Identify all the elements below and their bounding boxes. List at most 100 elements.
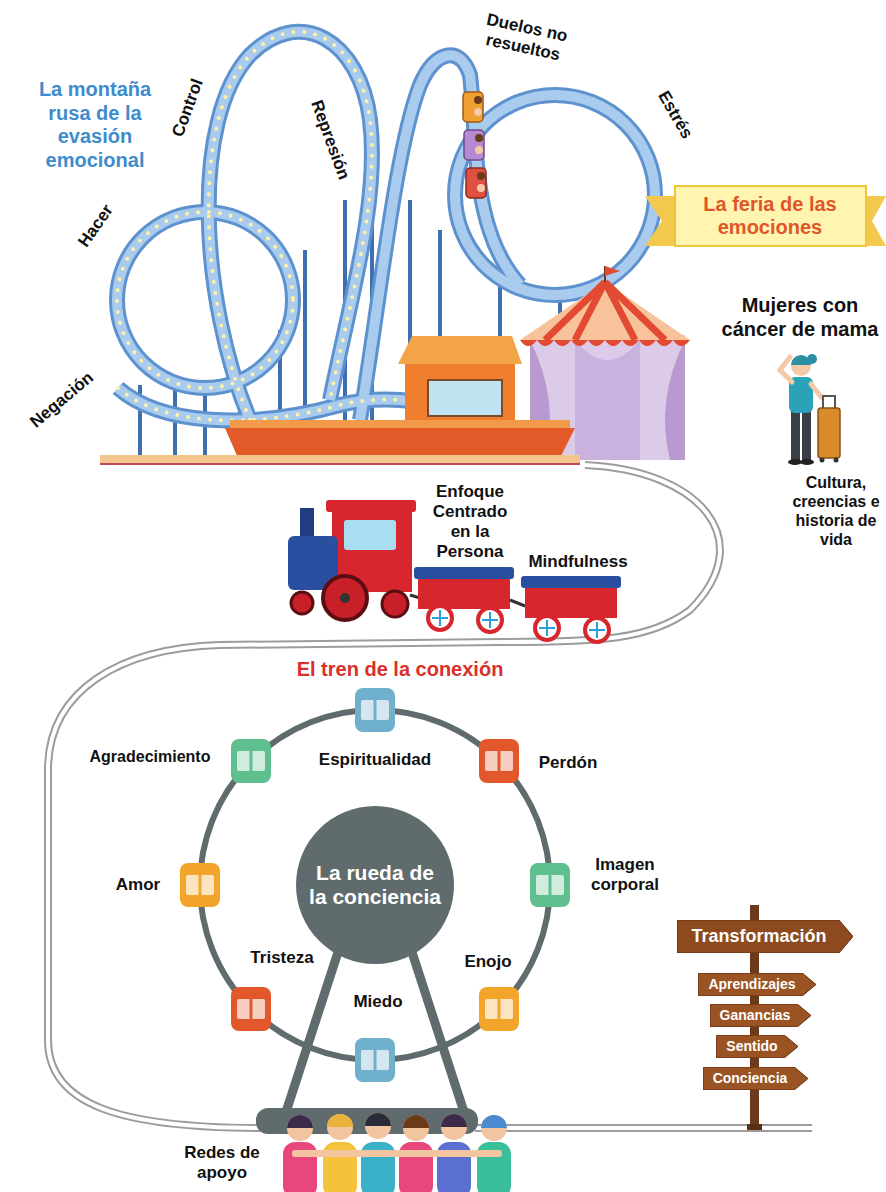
wheel-spokes (482, 612, 498, 628)
signpost-arrow: Conciencia (703, 1067, 808, 1090)
arrow-board (703, 1067, 808, 1090)
rider (477, 184, 485, 192)
signpost-board: Transformación (677, 920, 853, 953)
rider (475, 134, 483, 142)
cabin-bar (498, 999, 501, 1019)
cabin-window (361, 1050, 389, 1070)
rider (475, 146, 483, 154)
person-head (287, 1115, 313, 1141)
coupling (510, 600, 525, 606)
cabin-bar (250, 751, 253, 771)
person-hair (441, 1114, 467, 1127)
cabin (231, 987, 271, 1031)
signpost-arrow: Sentido (716, 1035, 798, 1058)
person-body (477, 1142, 511, 1192)
chimney (300, 508, 314, 538)
locomotive-wheel (323, 576, 367, 620)
cabin (231, 739, 271, 783)
cabin-body (231, 739, 271, 783)
track-loop (455, 95, 655, 295)
coaster-cars (463, 92, 486, 198)
tent-curtain (665, 340, 685, 460)
cabin-body (479, 987, 519, 1031)
coaster-title: La montaña rusa de la evasión emocional (23, 78, 168, 172)
rider (477, 172, 485, 180)
track-lights (209, 32, 372, 420)
wheel-spokes (432, 610, 448, 626)
track-lights (117, 212, 293, 388)
train-car-label: Mindfulness (528, 552, 627, 572)
person-body (361, 1142, 395, 1192)
cabin-label: Imagen corporal (583, 855, 668, 895)
base-hull (225, 428, 575, 458)
rail-inner (48, 465, 720, 1128)
person-hair (403, 1115, 429, 1128)
arm (780, 357, 792, 382)
coaster-label: Negación (26, 368, 98, 433)
arrow-board (677, 920, 853, 953)
tent-roof (520, 282, 690, 340)
train-car-top (414, 567, 514, 579)
coaster-car (464, 130, 484, 160)
person-head (327, 1114, 353, 1140)
wheel-rim (200, 710, 550, 1060)
ground-line (100, 463, 580, 465)
cabin-label: Agradecimiento (90, 748, 211, 767)
suitcase-wheel (834, 458, 839, 463)
wheel-hub: La rueda de la conciencia (295, 805, 455, 965)
rail-outer (48, 465, 720, 1128)
tent-flag (605, 266, 620, 276)
train-car-label: Enfoque Centrado en la Persona (428, 482, 512, 562)
booth (405, 362, 515, 424)
support-label: Redes de apoyo (182, 1143, 262, 1183)
arrow-board (698, 973, 816, 996)
coaster-label: Control (168, 76, 208, 140)
signpost-arrow: Aprendizajes (698, 973, 816, 996)
suitcase-wheel (820, 458, 825, 463)
cabin-bar (374, 700, 377, 720)
track-face (209, 32, 372, 420)
train (288, 500, 621, 642)
wheel-hub (340, 593, 350, 603)
cabin-window (485, 999, 513, 1019)
cabin (355, 1038, 395, 1082)
person-body (283, 1142, 317, 1192)
cabin-label: Enojo (464, 952, 511, 972)
person-body (399, 1142, 433, 1192)
cabin-body (355, 1038, 395, 1082)
cabin-label: Espiritualidad (319, 750, 431, 770)
cabin-body (355, 688, 395, 732)
ferris-wheel (180, 688, 570, 1134)
cabin-window (361, 700, 389, 720)
train-wheel (428, 606, 452, 630)
people-group (283, 1113, 511, 1192)
arm (811, 384, 822, 398)
hair (807, 354, 817, 364)
cabin-bar (374, 1050, 377, 1070)
coaster-car (463, 92, 483, 122)
arrow-board (710, 1004, 811, 1027)
track (209, 32, 372, 420)
node-text: Transformación (691, 926, 827, 947)
cabin-label: Miedo (353, 992, 402, 1012)
hub-circle (296, 806, 454, 964)
signpost-foot (747, 1124, 762, 1130)
cabin (479, 739, 519, 783)
cabin-window (485, 751, 513, 771)
cabin-label: Amor (116, 875, 160, 895)
node-text: Ganancias (720, 1007, 791, 1023)
shoe (788, 459, 802, 465)
node-text: Conciencia (713, 1070, 788, 1086)
ground-strip (100, 455, 580, 463)
node-text: La rueda de la conciencia (308, 861, 443, 909)
person-head (481, 1115, 507, 1141)
rider (474, 96, 482, 104)
coaster-label: Hacer (74, 201, 118, 251)
cabin-window (186, 875, 214, 895)
locomotive-roof (326, 500, 416, 512)
coaster-label: Represión (306, 98, 353, 183)
leg (791, 408, 800, 460)
train-title: El tren de la conexión (297, 658, 504, 682)
